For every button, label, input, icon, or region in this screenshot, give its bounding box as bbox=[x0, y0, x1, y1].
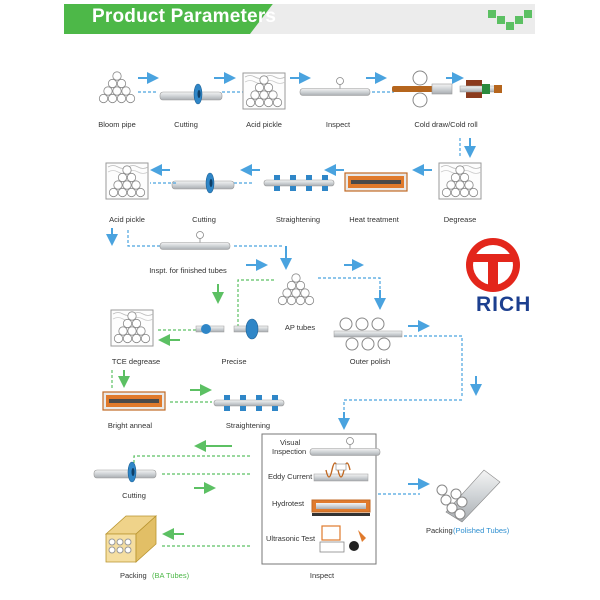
ba-tube-crate-icon bbox=[104, 515, 158, 563]
brand-check-icon bbox=[488, 10, 532, 30]
label-inspect-1: Inspect bbox=[326, 120, 351, 129]
label-tce-degrease: TCE degrease bbox=[112, 357, 160, 366]
label-packing-polished-note: (Polished Tubes) bbox=[453, 526, 510, 535]
rich-logo-icon bbox=[466, 238, 520, 292]
dashed-connector bbox=[133, 455, 250, 468]
dashed-connector bbox=[127, 230, 160, 247]
ap-tubes-icon bbox=[277, 273, 315, 306]
label-acid-pickle-1: Acid pickle bbox=[246, 120, 282, 129]
outer-polish-icon bbox=[333, 317, 403, 351]
label-inspect-2: Inspect bbox=[310, 571, 335, 580]
bright-anneal-furnace-icon bbox=[102, 391, 166, 411]
cold-roll-icon bbox=[459, 80, 502, 98]
cutting-saw-icon bbox=[159, 83, 223, 105]
label-ap-tubes: AP tubes bbox=[285, 323, 316, 332]
ultrasonic-test-icon bbox=[319, 525, 366, 553]
cutting-saw-icon bbox=[171, 172, 235, 194]
label-precise: Precise bbox=[221, 357, 246, 366]
label-inspt-finished: Inspt. for finished tubes bbox=[149, 266, 227, 275]
label-packing-ba-note: (BA Tubes) bbox=[152, 571, 190, 580]
dashed-connector bbox=[318, 277, 381, 310]
inspect-gauge-icon bbox=[159, 231, 231, 250]
dashed-connector bbox=[237, 279, 274, 330]
label-straightening-1: Straightening bbox=[276, 215, 320, 224]
label-bloom-pipe: Bloom pipe bbox=[98, 120, 136, 129]
label-eddy-current: Eddy Current bbox=[268, 472, 313, 481]
dashed-connector bbox=[404, 335, 463, 398]
eddy-current-icon bbox=[313, 462, 369, 482]
label-cold-draw: Cold draw/Cold roll bbox=[414, 120, 478, 129]
logo-text: RICH bbox=[476, 293, 532, 316]
label-packing-ba: Packing bbox=[120, 571, 147, 580]
label-cutting-1: Cutting bbox=[174, 120, 198, 129]
label-cutting-3: Cutting bbox=[122, 491, 146, 500]
hydrotest-icon bbox=[311, 499, 371, 516]
label-bright-anneal: Bright anneal bbox=[108, 421, 153, 430]
label-ultrasonic-test: Ultrasonic Test bbox=[266, 534, 316, 543]
inspect-gauge-icon bbox=[299, 77, 371, 96]
label-visual-inspection-1: Visual bbox=[280, 438, 301, 447]
bloom-pipe-icon bbox=[98, 71, 136, 104]
label-cutting-2: Cutting bbox=[192, 215, 216, 224]
label-heat-treatment: Heat treatment bbox=[349, 215, 400, 224]
label-straightening-2: Straightening bbox=[226, 421, 270, 430]
cutting-saw-icon bbox=[93, 461, 157, 483]
straightening-rollers-icon bbox=[263, 174, 335, 192]
label-outer-polish: Outer polish bbox=[350, 357, 390, 366]
cold-draw-icon bbox=[392, 70, 453, 108]
precise-machine-icon bbox=[195, 318, 269, 340]
label-acid-pickle-2: Acid pickle bbox=[109, 215, 145, 224]
header-strip bbox=[250, 4, 535, 34]
straightening-rollers-icon bbox=[213, 394, 285, 412]
label-visual-inspection-2: Inspection bbox=[272, 447, 306, 456]
page-title: Product Parameters bbox=[92, 6, 277, 27]
heat-furnace-icon bbox=[344, 172, 408, 192]
polished-tube-bundle-icon bbox=[436, 469, 501, 523]
dashed-connector bbox=[343, 399, 462, 420]
label-packing-polished: Packing bbox=[426, 526, 453, 535]
label-hydrotest: Hydrotest bbox=[272, 499, 305, 508]
label-degrease: Degrease bbox=[444, 215, 477, 224]
